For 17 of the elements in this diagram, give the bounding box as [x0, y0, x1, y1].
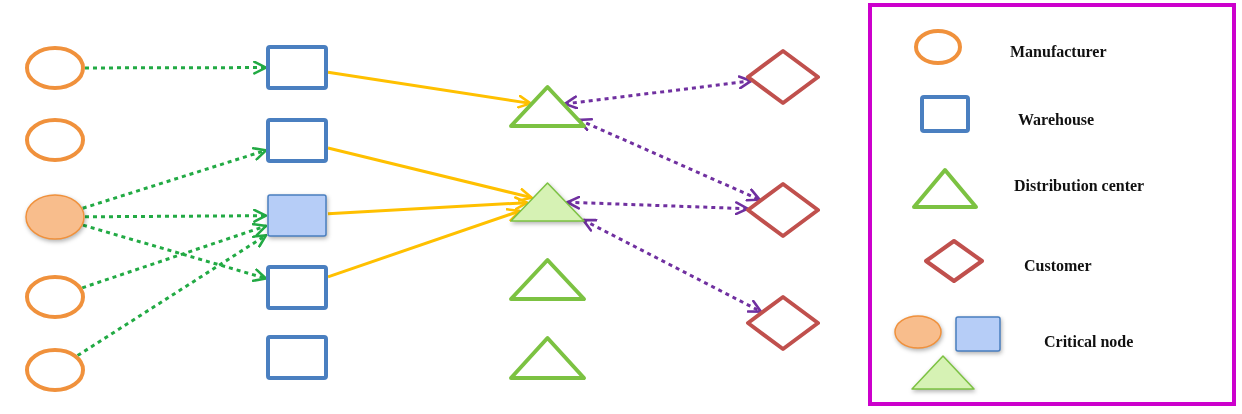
- legend-label: Customer: [1024, 257, 1092, 275]
- arrow: [84, 208, 268, 223]
- arrow: [327, 208, 521, 279]
- arrow: [327, 196, 529, 216]
- arrow: [82, 146, 268, 210]
- arrow: [582, 218, 763, 313]
- arrow: [327, 70, 532, 109]
- arrow: [327, 146, 533, 202]
- arrow: [577, 117, 761, 202]
- arrow: [76, 234, 268, 357]
- arrow: [563, 75, 753, 110]
- legend-label: Manufacturer: [1010, 43, 1107, 61]
- arrow: [85, 60, 268, 75]
- legend-label: Distribution center: [1014, 177, 1145, 195]
- legend-label: Warehouse: [1018, 111, 1095, 129]
- legend-label: Critical node: [1044, 333, 1134, 351]
- arrow: [566, 195, 749, 216]
